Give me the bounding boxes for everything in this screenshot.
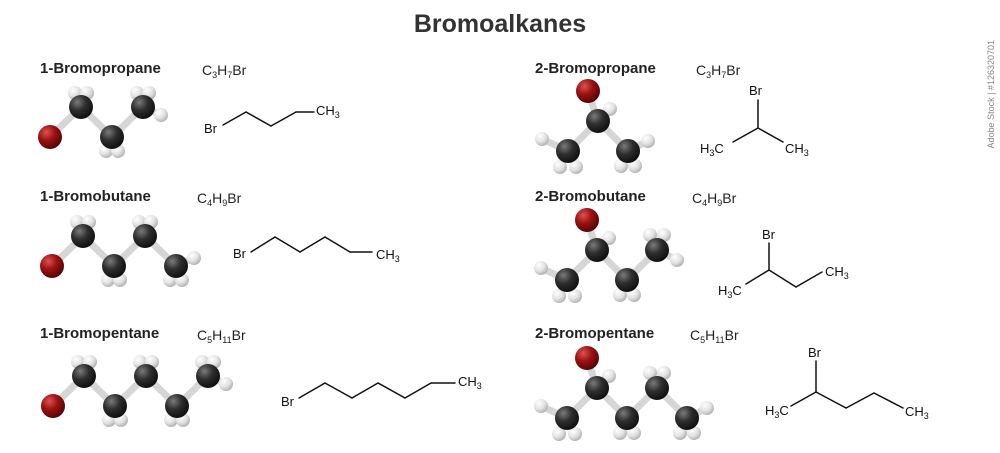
formula-2-bromopentane: C5H11Br <box>690 327 739 345</box>
hydrogen-atom <box>643 228 657 242</box>
br-label: Br <box>281 394 294 409</box>
formula-1-bromopropane: C3H7Br <box>202 62 247 80</box>
hydrogen-atom <box>535 132 549 146</box>
hydrogen-atom <box>187 251 201 265</box>
carbon-atom <box>134 364 158 388</box>
hydrogen-atom <box>569 160 583 174</box>
carbon-atom <box>585 238 609 262</box>
hydrogen-atom <box>602 231 616 245</box>
bromine-atom <box>38 125 62 149</box>
carbon-atom <box>616 139 640 163</box>
hydrogen-atom <box>552 289 566 303</box>
carbon-atom <box>100 125 124 149</box>
ch3-label: CH3 <box>905 404 929 421</box>
carbon-atom <box>196 364 220 388</box>
carbon-atom <box>133 224 157 248</box>
hydrogen-atom <box>673 426 687 440</box>
hydrogen-atom <box>614 159 628 173</box>
ch3-label: CH3 <box>316 103 340 120</box>
carbon-atom <box>645 376 669 400</box>
skeleton-2-bromopropane <box>732 99 784 143</box>
molecule-name-2-bromopropane: 2-Bromopropane <box>535 60 656 77</box>
hydrogen-atom <box>568 427 582 441</box>
br-label: Br <box>204 121 217 136</box>
bromine-atom <box>576 79 600 103</box>
hydrogen-atom <box>641 134 655 148</box>
hydrogen-atom <box>602 369 616 383</box>
h3c-label: H3C <box>718 283 742 300</box>
hydrogen-atom <box>568 289 582 303</box>
carbon-atom <box>585 376 609 400</box>
page-title: Bromoalkanes <box>413 10 587 38</box>
ch3-label: CH3 <box>785 141 809 158</box>
bromine-atom <box>40 254 64 278</box>
molecule-name-2-bromopentane: 2-Bromopentane <box>535 325 655 342</box>
skeleton-2-bromobutane <box>745 242 823 288</box>
molecule-name-2-bromobutane: 2-Bromobutane <box>535 188 646 205</box>
carbon-atom <box>69 95 93 119</box>
stock-watermark: Adobe Stock | #126320701 <box>986 40 996 149</box>
hydrogen-atom <box>627 426 641 440</box>
br-label: Br <box>749 83 762 98</box>
carbon-atom <box>102 254 126 278</box>
formula-1-bromobutane: C4H9Br <box>197 190 242 208</box>
carbon-atom <box>165 394 189 418</box>
hydrogen-atom <box>154 108 168 122</box>
molecule-name-1-bromopropane: 1-Bromopropane <box>40 60 161 77</box>
hydrogen-atom <box>534 261 548 275</box>
bromine-atom <box>575 208 599 232</box>
hydrogen-atom <box>553 160 567 174</box>
hydrogen-atom <box>657 228 671 242</box>
carbon-atom <box>103 394 127 418</box>
carbon-atom <box>555 406 579 430</box>
hydrogen-atom <box>219 377 233 391</box>
carbon-atom <box>675 406 699 430</box>
carbon-atom <box>164 254 188 278</box>
bromine-atom <box>41 394 65 418</box>
hydrogen-atom <box>552 427 566 441</box>
carbon-atom <box>586 109 610 133</box>
carbon-atom <box>556 139 580 163</box>
carbon-atom <box>645 238 669 262</box>
hydrogen-atom <box>534 399 548 413</box>
hydrogen-atom <box>670 253 684 267</box>
ch3-label: CH3 <box>825 264 849 281</box>
skeleton-1-bromopentane <box>298 382 456 399</box>
br-label: Br <box>233 246 246 261</box>
skeleton-1-bromobutane <box>250 236 373 253</box>
br-label: Br <box>808 345 821 360</box>
skeleton-1-bromopropane <box>222 111 315 127</box>
hydrogen-atom <box>628 159 642 173</box>
carbon-atom <box>555 268 579 292</box>
carbon-atom <box>615 268 639 292</box>
skeleton-2-bromopentane <box>790 360 904 409</box>
hydrogen-atom <box>613 288 627 302</box>
ch3-label: CH3 <box>458 374 482 391</box>
br-label: Br <box>762 227 775 242</box>
formula-2-bromobutane: C4H9Br <box>692 190 737 208</box>
formula-1-bromopentane: C5H11Br <box>197 327 246 345</box>
hydrogen-atom <box>700 401 714 415</box>
hydrogen-atom <box>603 102 617 116</box>
ch3-label: CH3 <box>376 247 400 264</box>
h3c-label: H3C <box>765 403 789 420</box>
molecule-name-1-bromobutane: 1-Bromobutane <box>40 188 151 205</box>
formula-2-bromopropane: C3H7Br <box>696 62 741 80</box>
carbon-atom <box>131 95 155 119</box>
carbon-atom <box>71 224 95 248</box>
bromine-atom <box>575 346 599 370</box>
hydrogen-atom <box>687 426 701 440</box>
h3c-label: H3C <box>700 141 724 158</box>
hydrogen-atom <box>613 426 627 440</box>
carbon-atom <box>72 364 96 388</box>
carbon-atom <box>615 406 639 430</box>
hydrogen-atom <box>627 288 641 302</box>
molecule-name-1-bromopentane: 1-Bromopentane <box>40 325 160 342</box>
hydrogen-atom <box>643 366 657 380</box>
hydrogen-atom <box>657 366 671 380</box>
